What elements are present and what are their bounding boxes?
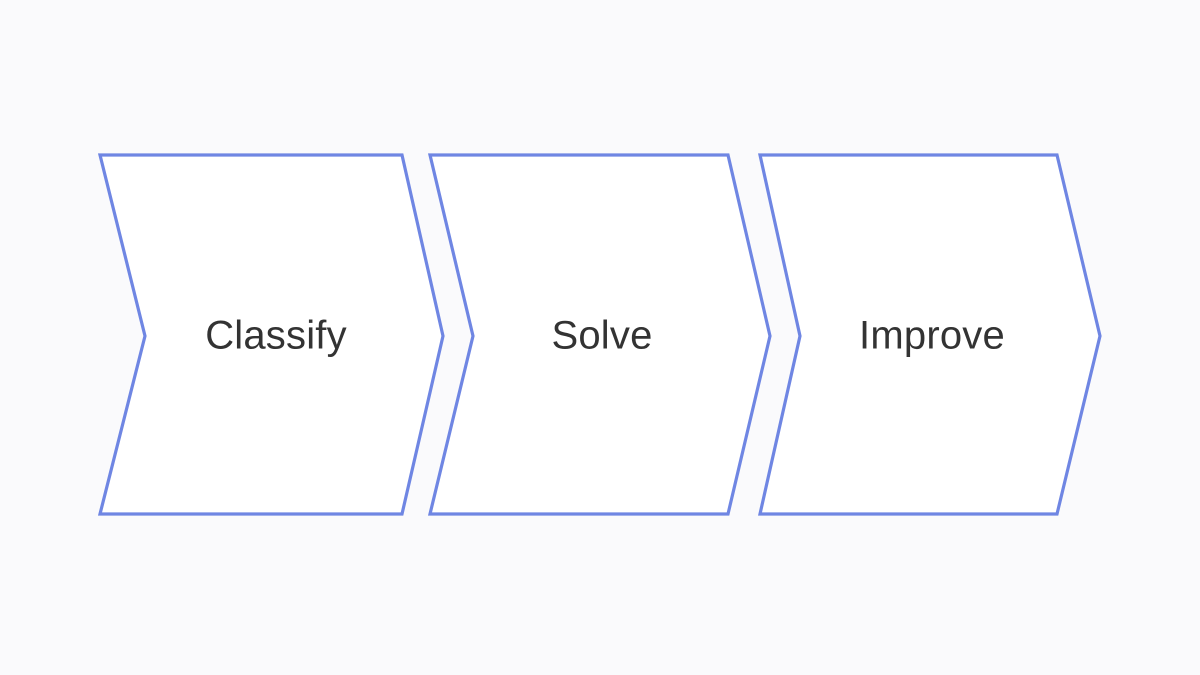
chevron-label-solve: Solve [551,314,652,358]
chevron-step-3[interactable]: Improve [758,153,1102,516]
chevron-shape-classify[interactable] [97,153,445,516]
chevron-label-improve: Improve [859,314,1005,358]
chevron-label-classify: Classify [205,314,347,358]
chevron-step-2[interactable]: Solve [427,153,772,516]
chevron-shape-improve[interactable] [758,153,1102,516]
chevron-step-1[interactable]: Classify [97,153,445,516]
chevron-shape-solve[interactable] [427,153,772,516]
